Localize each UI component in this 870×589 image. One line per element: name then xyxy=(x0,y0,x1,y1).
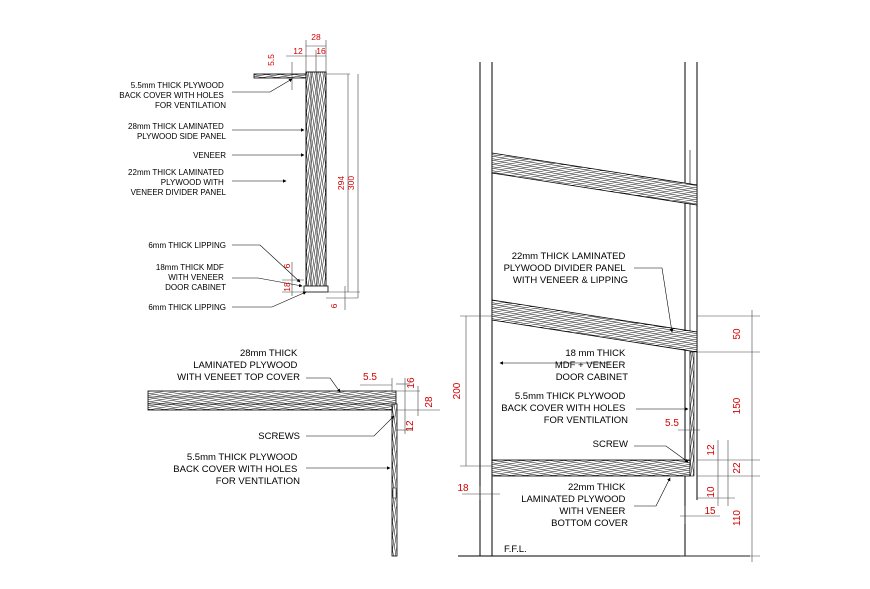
dim-c-15: 15 xyxy=(704,506,716,517)
dim-c-18: 18 xyxy=(457,483,469,494)
label-a-veneer: VENEER xyxy=(193,151,226,160)
label-c-back-cover: 5.5mm THICK PLYWOOD BACK COVER WITH HOLE… xyxy=(501,391,628,426)
dim-b-5-5: 5.5 xyxy=(363,372,377,383)
label-a-lipping-top: 6mm THICK LIPPING xyxy=(148,241,226,250)
dim-b-12: 12 xyxy=(405,420,416,432)
dim-b-16: 16 xyxy=(406,377,417,389)
back-cover-vertical xyxy=(391,403,398,557)
detail-c: 22mm THICK LAMINATED PLYWOOD DIVIDER PAN… xyxy=(452,62,760,562)
dim-c-22: 22 xyxy=(732,462,743,474)
lipping-bottom xyxy=(303,285,329,293)
dim-c-50: 50 xyxy=(732,328,743,340)
detail-b: 28mm THICK LAMINATED PLYWOOD WITH VENEET… xyxy=(147,348,440,557)
dim-a-6-bottom: 6 xyxy=(329,303,339,308)
dim-a-300: 300 xyxy=(346,176,356,190)
label-c-door-cabinet: 18 mm THICK MDF + VENEER DOOR CABINET xyxy=(555,348,628,383)
divider-panel-lower xyxy=(491,299,698,353)
label-b-top-cover: 28mm THICK LAMINATED PLYWOOD WITH VENEET… xyxy=(177,348,300,383)
label-c-divider-panel: 22mm THICK LAMINATED PLYWOOD DIVIDER PAN… xyxy=(504,251,628,286)
dim-a-294: 294 xyxy=(336,176,346,190)
label-c-screw: SCREW xyxy=(593,439,628,450)
dim-a-12: 12 xyxy=(293,46,303,56)
back-cover-strip xyxy=(689,351,695,477)
dim-c-200: 200 xyxy=(452,382,463,399)
label-b-screws: SCREWS xyxy=(258,431,300,442)
dim-a-28: 28 xyxy=(311,32,321,42)
detail-a: 5.5mm THICK PLYWOOD BACK COVER WITH HOLE… xyxy=(119,32,360,312)
dim-a-16: 16 xyxy=(316,46,326,56)
top-cover-slab xyxy=(147,390,397,411)
dim-c-12: 12 xyxy=(706,444,717,456)
dim-a-6-top: 6 xyxy=(282,263,292,268)
dim-c-150: 150 xyxy=(732,397,743,414)
divider-panel-upper xyxy=(491,152,698,206)
dim-a-5-5: 5.5 xyxy=(266,54,276,66)
dim-b-28: 28 xyxy=(424,396,435,408)
label-b-back-cover: 5.5mm THICK PLYWOOD BACK COVER WITH HOLE… xyxy=(173,452,300,487)
label-a-side-panel: 28mm THICK LAMINATED PLYWOOD SIDE PANEL xyxy=(128,122,227,141)
dim-c-5-5: 5.5 xyxy=(665,418,679,429)
back-cover-plate xyxy=(253,73,307,79)
dim-a-18: 18 xyxy=(282,282,292,292)
dim-c-10: 10 xyxy=(706,486,717,498)
label-c-ffl: F.F.L. xyxy=(504,544,527,555)
label-a-door-cabinet: 18mm THICK MDF WITH VENEER DOOR CABINET xyxy=(156,263,226,292)
dim-c-110: 110 xyxy=(732,510,743,526)
side-panel xyxy=(305,71,327,289)
bottom-cover xyxy=(491,459,691,477)
label-a-divider-panel: 22mm THICK LAMINATED PLYWOOD WITH VENEER… xyxy=(128,168,227,197)
label-a-lipping-bottom: 6mm THICK LIPPING xyxy=(148,303,226,312)
label-c-bottom-cover: 22mm THICK LAMINATED PLYWOOD WITH VENEER… xyxy=(521,482,628,529)
label-a-back-cover: 5.5mm THICK PLYWOOD BACK COVER WITH HOLE… xyxy=(119,81,226,110)
